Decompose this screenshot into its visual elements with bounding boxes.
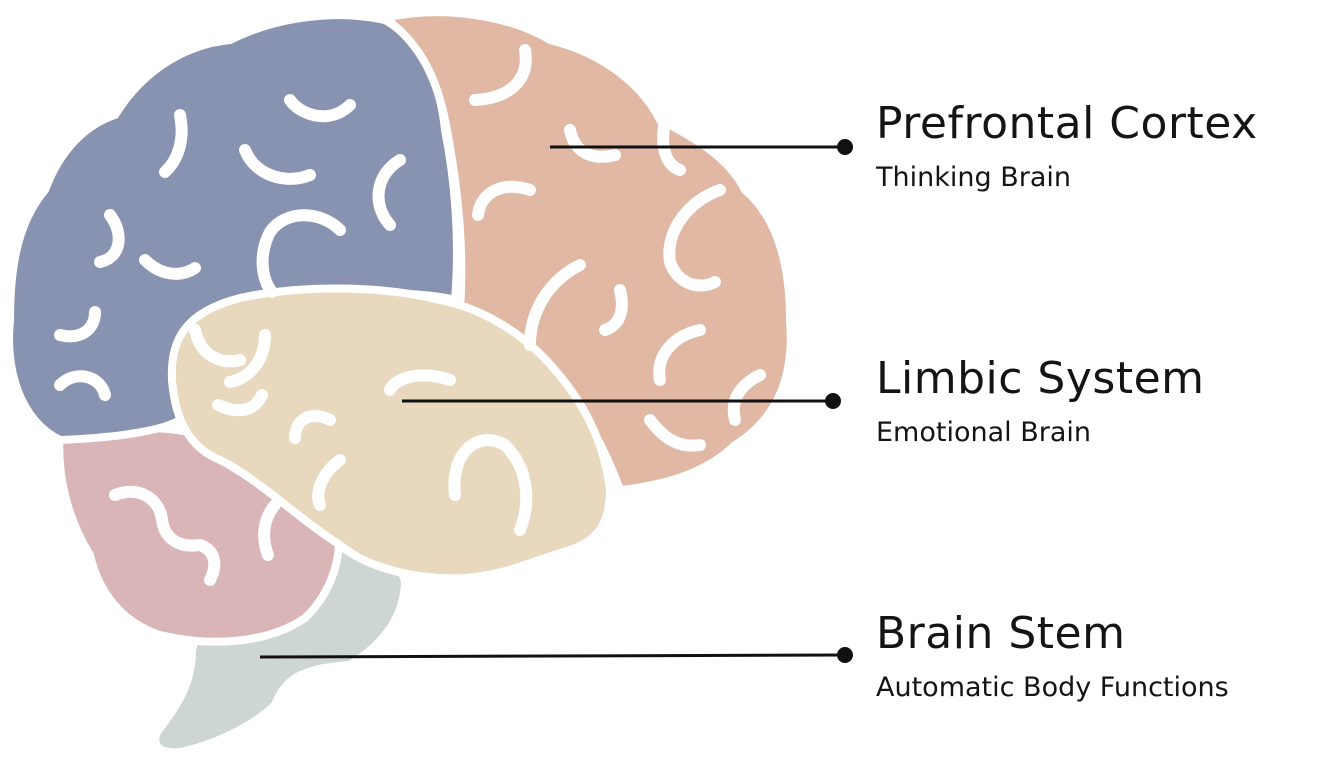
leader-line-brain-stem bbox=[259, 653, 846, 659]
brain-stem-title: Brain Stem bbox=[876, 608, 1126, 659]
label-brain-stem: Brain Stem Automatic Body Functions bbox=[876, 608, 1229, 705]
leader-lines bbox=[259, 145, 846, 659]
prefrontal-cortex-subtitle: Thinking Brain bbox=[876, 162, 1071, 194]
limbic-system-title: Limbic System bbox=[876, 353, 1205, 404]
brain-folds bbox=[54, 44, 766, 586]
leader-dot-limbic bbox=[825, 393, 841, 409]
limbic-system-subtitle: Emotional Brain bbox=[876, 417, 1092, 449]
leader-dot-brain-stem bbox=[837, 647, 853, 663]
prefrontal-cortex-title: Prefrontal Cortex bbox=[876, 98, 1258, 149]
label-prefrontal-cortex: Prefrontal Cortex Thinking Brain bbox=[876, 98, 1258, 195]
label-limbic-system: Limbic System Emotional Brain bbox=[876, 353, 1205, 450]
limbic-region bbox=[167, 284, 615, 583]
frontal-lobe-region bbox=[375, 8, 795, 495]
brain-stem-subtitle: Automatic Body Functions bbox=[876, 672, 1229, 704]
leader-dot-prefrontal bbox=[837, 139, 853, 155]
